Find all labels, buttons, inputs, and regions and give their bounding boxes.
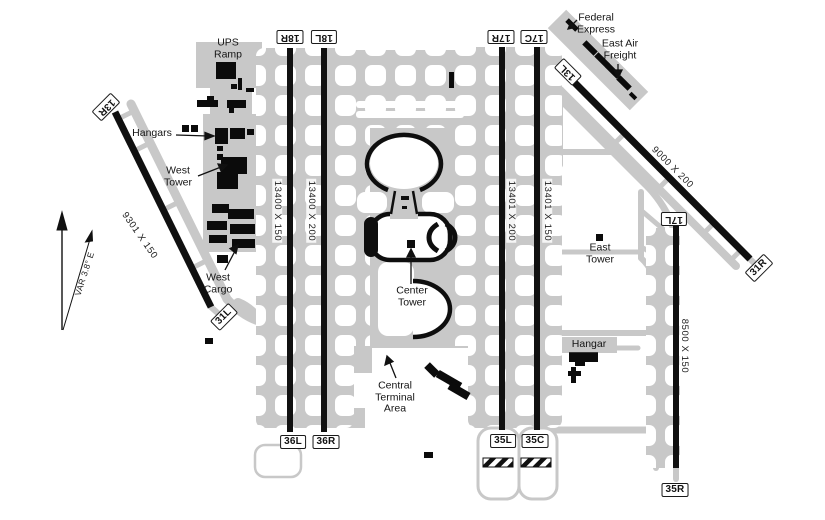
runway-end-label-17l: 17L bbox=[661, 212, 687, 226]
runway-dimension-18r-36l: 13400 X 150 bbox=[271, 178, 284, 244]
runway-end-label-18l: 18L bbox=[311, 30, 337, 44]
variation-arrow bbox=[62, 238, 91, 331]
facility-label-hangar: Hangar bbox=[564, 338, 614, 352]
runway-end-label-35r: 35R bbox=[661, 483, 689, 497]
facility-label-central-terminal-area: Central Terminal Area bbox=[375, 379, 415, 415]
terminal-loops bbox=[364, 132, 458, 340]
annotation-arrows bbox=[175, 19, 624, 379]
facility-label-east-air-freight: East Air Freight bbox=[601, 37, 639, 61]
runway-end-label-36r: 36R bbox=[312, 435, 340, 449]
runway-13r-31l bbox=[111, 110, 215, 309]
runway-end-label-18r: 18R bbox=[276, 30, 304, 44]
east-tower-mark bbox=[596, 234, 603, 241]
runway-13l-31r bbox=[568, 76, 753, 262]
facility-label-west-tower: West Tower bbox=[163, 164, 193, 188]
runway-end-label-17c: 17C bbox=[520, 30, 548, 44]
taxiway-gaps bbox=[356, 101, 464, 336]
north-arrow bbox=[56, 210, 94, 331]
facility-label-west-cargo: West Cargo bbox=[203, 271, 233, 295]
facility-label-ups-ramp: UPS Ramp bbox=[213, 36, 243, 60]
facility-label-center-tower: Center Tower bbox=[396, 284, 428, 308]
runway-dimension-17l-35r: 8500 X 150 bbox=[678, 316, 691, 376]
runway-end-label-35l: 35L bbox=[490, 434, 516, 448]
runway-dimension-17c-35c: 13401 X 150 bbox=[541, 178, 554, 244]
runway-end-label-36l: 36L bbox=[280, 435, 306, 449]
facility-label-hangars: Hangars bbox=[132, 127, 172, 140]
taxiway-lattice bbox=[256, 47, 680, 468]
runway-end-label-35c: 35C bbox=[521, 434, 549, 448]
buildings bbox=[182, 18, 638, 458]
runways bbox=[111, 47, 753, 468]
runway-end-label-17r: 17R bbox=[487, 30, 515, 44]
threshold-hatch-bars bbox=[482, 457, 552, 468]
facility-label-east-tower: East Tower bbox=[585, 241, 615, 265]
facility-label-federal-express: Federal Express bbox=[577, 11, 615, 35]
runway-dimension-17r-35l: 13401 X 200 bbox=[505, 178, 518, 244]
runway-dimension-18l-36r: 13400 X 200 bbox=[305, 178, 318, 244]
center-tower-mark bbox=[407, 240, 415, 248]
